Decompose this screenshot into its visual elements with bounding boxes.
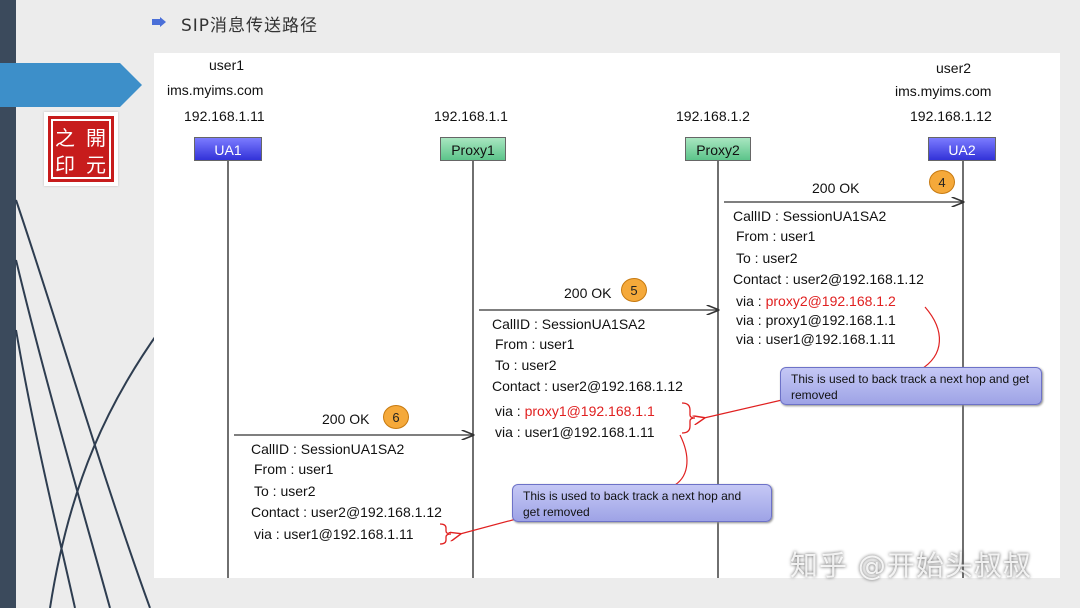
slide-header: SIP消息传送路径 (0, 0, 1080, 44)
msg4-callid: CallID : SessionUA1SA2 (733, 208, 887, 224)
msg4-to: To : user2 (736, 250, 798, 266)
msg6-from: From : user1 (254, 461, 334, 477)
red-connector-proxy2 (919, 306, 940, 371)
ua2-ip: 192.168.1.12 (910, 108, 992, 124)
msg4-via-1-highlight: proxy2@192.168.1.2 (765, 293, 896, 309)
title-arrow-banner (0, 63, 142, 107)
proxy1-ip: 192.168.1.1 (434, 108, 508, 124)
msg6-to: To : user2 (254, 483, 316, 499)
svg-text:開: 開 (86, 126, 106, 150)
ua1-domain: ims.myims.com (167, 82, 264, 98)
red-arrow-to-brace-2 (460, 517, 521, 534)
step-badge-6: 6 (383, 405, 409, 429)
callout-backtrack-1: This is used to back track a next hop an… (780, 367, 1042, 405)
slide-title: SIP消息传送路径 (181, 16, 319, 36)
svg-text:印: 印 (55, 153, 75, 177)
callout-backtrack-2: This is used to back track a next hop an… (512, 484, 772, 522)
msg4-from: From : user1 (736, 228, 816, 244)
watermark: 知乎 @开始头叔叔 (790, 549, 1032, 582)
red-connector-proxy1 (674, 434, 688, 486)
msg5-callid: CallID : SessionUA1SA2 (492, 316, 646, 332)
message-label-4: 200 OK (812, 180, 860, 196)
ua2-domain: ims.myims.com (895, 83, 992, 99)
message-label-5: 200 OK (564, 285, 612, 301)
msg5-via-1: via : proxy1@192.168.1.1 (495, 403, 655, 419)
ua2-user: user2 (936, 60, 972, 76)
msg4-via-1: via : proxy2@192.168.1.2 (736, 293, 896, 309)
red-brace-1 (681, 402, 696, 434)
proxy1-box: Proxy1 (440, 137, 506, 161)
msg5-via-1-highlight: proxy1@192.168.1.1 (524, 403, 655, 419)
msg6-contact: Contact : user2@192.168.1.12 (251, 504, 442, 520)
msg4-via-2: via : proxy1@192.168.1.1 (736, 312, 896, 328)
brand-logo: 之 開 印 元 (44, 112, 118, 186)
msg6-callid: CallID : SessionUA1SA2 (251, 441, 405, 457)
msg5-via-2: via : user1@192.168.1.11 (495, 424, 655, 440)
bullet-arrow-icon (152, 17, 166, 27)
msg5-from: From : user1 (495, 336, 575, 352)
message-label-6: 200 OK (322, 411, 370, 427)
svg-text:之: 之 (55, 126, 75, 150)
ua2-box: UA2 (928, 137, 996, 161)
ua1-ip: 192.168.1.11 (184, 108, 265, 124)
msg5-to: To : user2 (495, 357, 557, 373)
red-brace-2 (439, 523, 452, 545)
msg6-via: via : user1@192.168.1.11 (254, 526, 414, 542)
ua1-box: UA1 (194, 137, 262, 161)
red-arrow-to-brace-1 (704, 399, 783, 418)
step-badge-4: 4 (929, 170, 955, 194)
proxy2-box: Proxy2 (685, 137, 751, 161)
svg-text:元: 元 (86, 153, 106, 177)
step-badge-5: 5 (621, 278, 647, 302)
proxy2-ip: 192.168.1.2 (676, 108, 750, 124)
ua1-user: user1 (209, 57, 245, 73)
msg5-contact: Contact : user2@192.168.1.12 (492, 378, 683, 394)
left-accent-strip (0, 0, 16, 608)
msg4-via-3: via : user1@192.168.1.11 (736, 331, 896, 347)
msg4-contact: Contact : user2@192.168.1.12 (733, 271, 924, 287)
